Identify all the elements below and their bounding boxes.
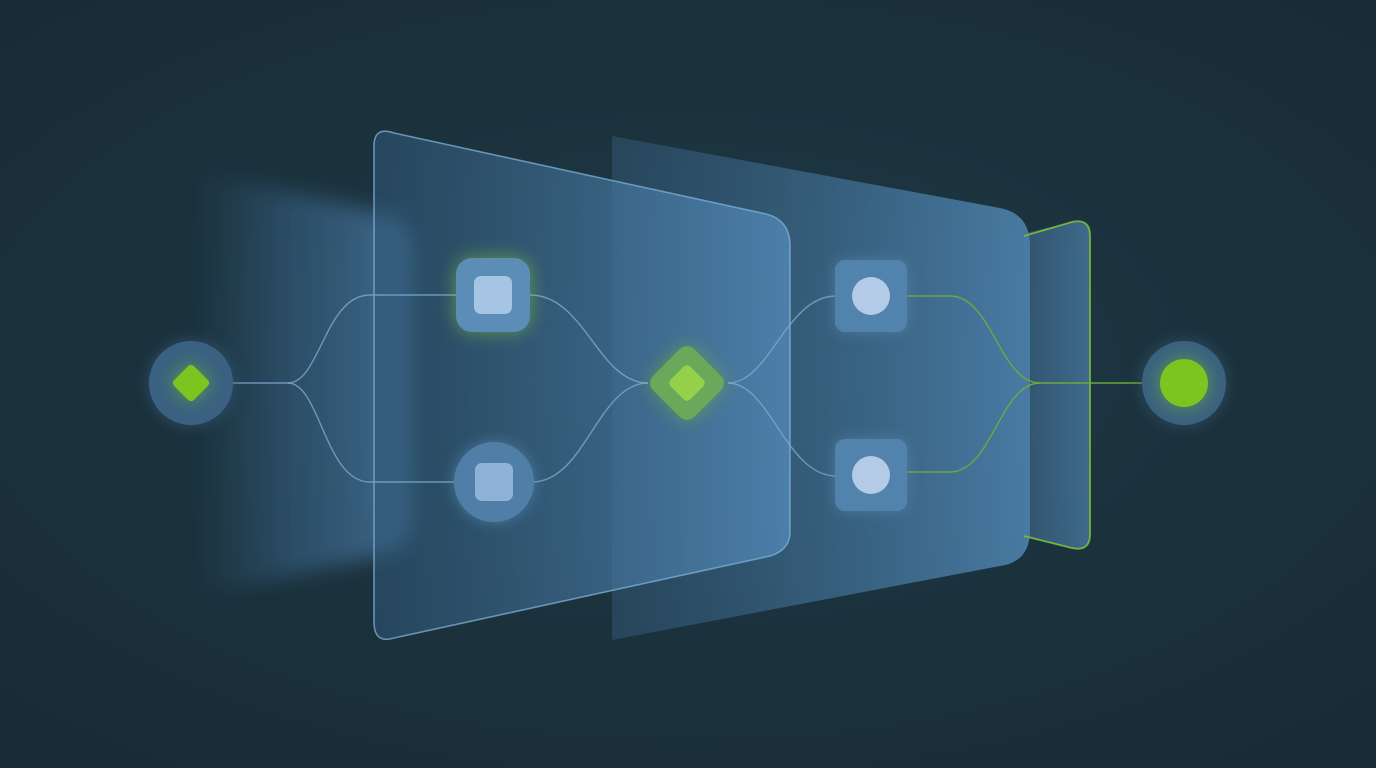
upper-stage-1-node: [456, 258, 530, 332]
upper-stage-2-node: [835, 260, 907, 332]
edge-upper-stage-2-to-output: [906, 295, 1041, 384]
merge-node: [650, 346, 724, 420]
edge-merge-to-upper-stage-2: [727, 295, 837, 384]
edge-merge-to-lower-stage-2: [727, 382, 837, 477]
lower-stage-2-node: [835, 439, 907, 511]
edge-input-to-upper-stage-1: [287, 294, 460, 384]
layer-1-panel: [195, 172, 412, 596]
edge-input-to-lower-stage-1: [287, 382, 458, 483]
output-node: [1141, 340, 1227, 426]
circle-icon: [852, 277, 890, 315]
circle-icon: [852, 456, 890, 494]
input-node: [148, 340, 234, 426]
lower-stage-1-node: [454, 442, 534, 522]
circle-icon: [1160, 359, 1208, 407]
layer-2-panel: [373, 130, 791, 641]
edge-lower-stage-2-to-output: [906, 382, 1041, 473]
layer-4-panel: [948, 220, 1091, 550]
square-icon: [474, 276, 512, 314]
square-icon: [475, 463, 513, 501]
diamond-icon: [669, 365, 705, 401]
connectors: [232, 294, 1145, 483]
edge-upper-stage-1-to-merge: [529, 294, 649, 384]
edge-lower-stage-1-to-merge: [531, 382, 649, 483]
